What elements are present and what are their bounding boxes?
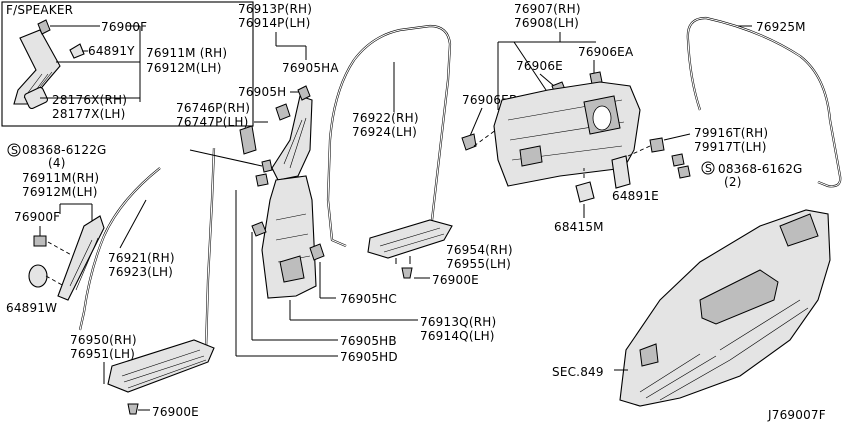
label-76922: 76922(RH): [352, 111, 419, 125]
label-76906EA: 76906EA: [578, 45, 634, 59]
speaker-grille: [23, 86, 49, 110]
label-76900F: 76900F: [14, 210, 60, 224]
label-76906E: 76906E: [516, 59, 563, 73]
label-76905H: 76905H: [238, 85, 286, 99]
quarter-trim-upper-panel: [779, 213, 819, 247]
door-welt-group: 76922(RH) 76924(LH) 76954(RH) 76955(LH) …: [326, 24, 513, 287]
label-68415M: 68415M: [554, 220, 604, 234]
label-64891Y: 64891Y: [88, 44, 135, 58]
clip-79916T-b: [671, 153, 685, 167]
label-76905HB: 76905HB: [340, 334, 397, 348]
center-pillar-group: 76913P(RH) 76914P(LH) 76905HA 76905H 767…: [176, 2, 496, 364]
speaker-pad: [69, 43, 85, 59]
label-76900F-inset: 76900F: [101, 20, 147, 34]
clip-79916T: [649, 137, 665, 153]
speaker-inset-title: F/SPEAKER: [6, 3, 73, 17]
clip-76905HC: [309, 243, 325, 261]
pillar-pocket: [279, 255, 305, 283]
label-76914Q: 76914Q(LH): [420, 329, 495, 343]
label-76921: 76921(RH): [108, 251, 175, 265]
label-76913Q: 76913Q(RH): [420, 315, 496, 329]
label-76955: 76955(LH): [446, 257, 511, 271]
label-76900E-mid: 76900E: [432, 273, 479, 287]
label-28177X: 28177X(LH): [52, 107, 125, 121]
trim-speaker-grille: [592, 105, 612, 131]
label-76923: 76923(LH): [108, 265, 173, 279]
label-76951: 76951(LH): [70, 347, 135, 361]
back-door-welt-group: 76925M 79916T(RH) 79917T(LH) S 08368-616…: [627, 16, 842, 189]
front-pillar-group: 08368-6122G S (4) 76911M(RH) 76912M(LH) …: [6, 143, 216, 419]
diagram-code: J769007F: [767, 408, 826, 422]
label-64891W: 64891W: [6, 301, 57, 315]
label-76905HA: 76905HA: [282, 61, 339, 75]
screw-a: [261, 159, 273, 173]
label-28176X: 28176X(RH): [52, 93, 127, 107]
label-76950: 76950(RH): [70, 333, 137, 347]
svg-text:S: S: [705, 162, 712, 175]
label-76905HD: 76905HD: [340, 350, 398, 364]
label-64891E: 64891E: [612, 189, 659, 203]
speaker-clip: [37, 19, 51, 35]
trim-pad-64891E: [611, 155, 631, 189]
label-76911M-inset: 76911M (RH): [146, 46, 227, 60]
label-76907: 76907(RH): [514, 2, 581, 16]
quarter-trim-group: SEC.849: [552, 209, 831, 407]
label-76900E-bottom: 76900E: [152, 405, 199, 419]
rear-kick-clip: [401, 267, 413, 279]
screw-symbol-left: [7, 143, 21, 157]
front-pillar-garnish: [57, 215, 105, 301]
speaker-inset: F/SPEAKER 76900F 64891Y 76911M (RH) 7691…: [1, 1, 254, 127]
clip-76905HA: [297, 85, 311, 101]
rear-trim-group: 76907(RH) 76908(LH) 76906EA 76906E 76906…: [461, 2, 659, 234]
label-76914P: 76914P(LH): [238, 16, 310, 30]
svg-text:S: S: [11, 144, 18, 157]
quarter-trim-recess: [699, 269, 779, 325]
label-screw-right: 08368-6162G: [718, 162, 803, 176]
label-76905HC: 76905HC: [340, 292, 397, 306]
pillar-clip: [33, 235, 47, 247]
label-screw-left: 08368-6122G: [22, 143, 107, 157]
label-76746P: 76746P(RH): [176, 101, 250, 115]
label-76912M-inset: 76912M(LH): [146, 61, 222, 75]
label-79917T: 79917T(LH): [694, 140, 767, 154]
trim-pocket: [519, 145, 543, 167]
label-screw-left-qty: (4): [48, 156, 66, 170]
label-76913P: 76913P(RH): [238, 2, 312, 16]
rear-kick-plate: [367, 219, 453, 259]
front-kick-plate: [107, 339, 215, 393]
label-76911M: 76911M(RH): [22, 171, 99, 185]
label-76925M: 76925M: [756, 20, 806, 34]
quarter-trim-handle: [639, 343, 659, 367]
pillar-pad: [28, 264, 48, 288]
bracket-76746P: [239, 125, 257, 155]
label-screw-right-qty: (2): [724, 175, 742, 189]
screw-b: [255, 173, 269, 187]
label-76954: 76954(RH): [446, 243, 513, 257]
label-sec-849: SEC.849: [552, 365, 604, 379]
clip-76906EB: [461, 133, 477, 151]
label-76908: 76908(LH): [514, 16, 579, 30]
label-76912M: 76912M(LH): [22, 185, 98, 199]
label-76747P: 76747P(LH): [176, 115, 248, 129]
label-79916T: 79916T(RH): [694, 126, 768, 140]
kick-plate-clip: [127, 403, 139, 415]
clip-76905H: [275, 103, 291, 121]
screw-right-part: [677, 165, 691, 179]
label-76924: 76924(LH): [352, 125, 417, 139]
screw-symbol-right: [701, 161, 715, 175]
clip-76905HB: [251, 221, 267, 237]
trim-cap-68415M: [575, 181, 595, 203]
